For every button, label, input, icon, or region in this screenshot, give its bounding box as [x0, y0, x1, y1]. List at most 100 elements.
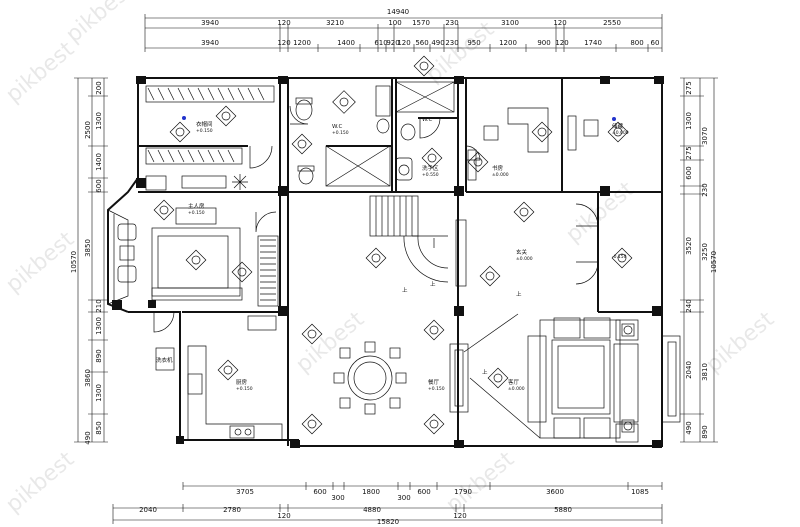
- right-dim-label: 490: [685, 421, 693, 434]
- left-dim-label: 200: [95, 81, 103, 94]
- right-dim-label: 3520: [685, 237, 693, 255]
- top-dim-label: 2550: [603, 19, 621, 27]
- room-label: 客厅: [508, 378, 520, 386]
- room-level: +0.150: [332, 130, 349, 136]
- right-dim-label: 275: [685, 146, 693, 159]
- top-dim-label: 120: [277, 39, 290, 47]
- right-dimensions: [680, 77, 718, 443]
- left-dim-label: 1400: [95, 153, 103, 171]
- room-level: +0.150: [196, 128, 213, 134]
- top-dim-label: 60: [651, 39, 660, 47]
- room-label: 洗衣机: [156, 356, 173, 364]
- bottom-dim-row2: 2040 2780 120 4880 120 5880: [139, 506, 572, 520]
- left-dim-label: 1300: [95, 384, 103, 402]
- bottom-dim-label: 600: [417, 488, 430, 496]
- bottom-dim-label: 1790: [454, 488, 472, 496]
- right-dim-label: 275: [685, 81, 693, 94]
- top-dim-label: 230: [445, 19, 458, 27]
- right-dim-label: 3070: [701, 127, 709, 145]
- bottom-dim-row1: 3705 600 300 1800 300 600 1790 3600 1085: [236, 488, 649, 502]
- right-total-dim: 10570: [710, 251, 718, 273]
- wardrobe-rack-top: [145, 85, 275, 103]
- right-dim-label: 240: [685, 299, 693, 312]
- left-dim-label: 3850: [84, 239, 92, 257]
- top-dim-label: 950: [467, 39, 480, 47]
- stair-up-mark: 上: [516, 290, 522, 298]
- light-fixtures: [153, 55, 635, 435]
- room-level: +0.150: [188, 210, 205, 216]
- bottom-dim-label: 3705: [236, 488, 254, 496]
- left-dim-label: 600: [95, 179, 103, 192]
- room-label: 厨房: [236, 378, 248, 386]
- top-dim-label: 120: [277, 19, 290, 27]
- left-dim-label: 3860: [84, 369, 92, 387]
- top-dim-label: 490: [431, 39, 444, 47]
- left-dim-label: 1300: [95, 317, 103, 335]
- bottom-dim-label: 2780: [223, 506, 241, 514]
- shower-1: [325, 145, 391, 187]
- shower-2: [395, 81, 455, 113]
- room-level: ±0.000: [516, 256, 533, 262]
- top-dim-label: 800: [630, 39, 643, 47]
- right-dim-label: 3250: [701, 243, 709, 261]
- top-dim-label: 920: [386, 39, 399, 47]
- top-dim-label: 230: [445, 39, 458, 47]
- right-dim-label: 890: [701, 425, 709, 438]
- left-dim-label: 2500: [84, 121, 92, 139]
- left-total-dim: 10570: [70, 251, 78, 273]
- top-dimensions: [144, 14, 663, 52]
- top-dim-label: 3100: [501, 19, 519, 27]
- top-dim-label: 560: [415, 39, 428, 47]
- room-label: W.C: [422, 117, 433, 123]
- bottom-dim-label: 3600: [546, 488, 564, 496]
- room-level: +0.150: [428, 386, 445, 392]
- left-dim-label: 1300: [95, 112, 103, 130]
- top-dim-label: 1200: [499, 39, 517, 47]
- room-label: W.C: [332, 124, 343, 130]
- top-dim-row1: 3940 120 3210 100 1570 230 3100 120 2550: [201, 19, 621, 27]
- columns: [112, 76, 664, 448]
- left-dim-label: 490: [84, 431, 92, 444]
- left-dim-label: 850: [95, 421, 103, 434]
- bottom-dim-label: 120: [453, 512, 466, 520]
- bottom-dim-label: 300: [331, 494, 344, 502]
- wardrobe-rack-bottom: [145, 147, 243, 165]
- dining-table: [347, 355, 393, 401]
- bottom-dimensions: [112, 482, 663, 524]
- furniture: [107, 81, 681, 443]
- top-dim-label: 900: [537, 39, 550, 47]
- top-dim-label: 1200: [293, 39, 311, 47]
- top-dim-label: 100: [388, 19, 401, 27]
- blue-marker: [182, 116, 186, 120]
- left-dim-label: 210: [95, 299, 103, 312]
- top-dim-label: 3210: [326, 19, 344, 27]
- top-dim-label: 610: [374, 39, 387, 47]
- bottom-total-dim: 15820: [377, 518, 399, 526]
- room-label: 衣帽间: [196, 120, 213, 128]
- left-dim-labels: 200 1300 2500 1400 600 3850 210 1300 890…: [84, 81, 103, 444]
- room-label: 餐厅: [428, 378, 440, 386]
- room-level: +0.150: [236, 386, 253, 392]
- right-dim-label: 600: [685, 166, 693, 179]
- top-dim-label: 3940: [201, 19, 219, 27]
- bottom-dim-label: 600: [313, 488, 326, 496]
- room-level: -0.150: [612, 254, 627, 260]
- right-dim-label: 230: [701, 183, 709, 196]
- room-label: 玄关: [516, 248, 528, 256]
- top-dim-label: 1570: [412, 19, 430, 27]
- bottom-dim-label: 2040: [139, 506, 157, 514]
- stair-up-mark: 上: [482, 368, 488, 376]
- kitchen-stove: [229, 425, 255, 439]
- top-dim-label: 120: [397, 39, 410, 47]
- top-dim-label: 3940: [201, 39, 219, 47]
- room-label: 主人房: [188, 202, 205, 210]
- bottom-dim-label: 1800: [362, 488, 380, 496]
- bottom-dim-label: 120: [277, 512, 290, 520]
- right-dim-label: 3810: [701, 363, 709, 381]
- blue-marker: [612, 117, 616, 121]
- top-dim-label: 1400: [337, 39, 355, 47]
- bottom-dim-label: 4880: [363, 506, 381, 514]
- stair-up-mark: 上: [430, 280, 436, 288]
- room-label: 书房: [492, 164, 504, 172]
